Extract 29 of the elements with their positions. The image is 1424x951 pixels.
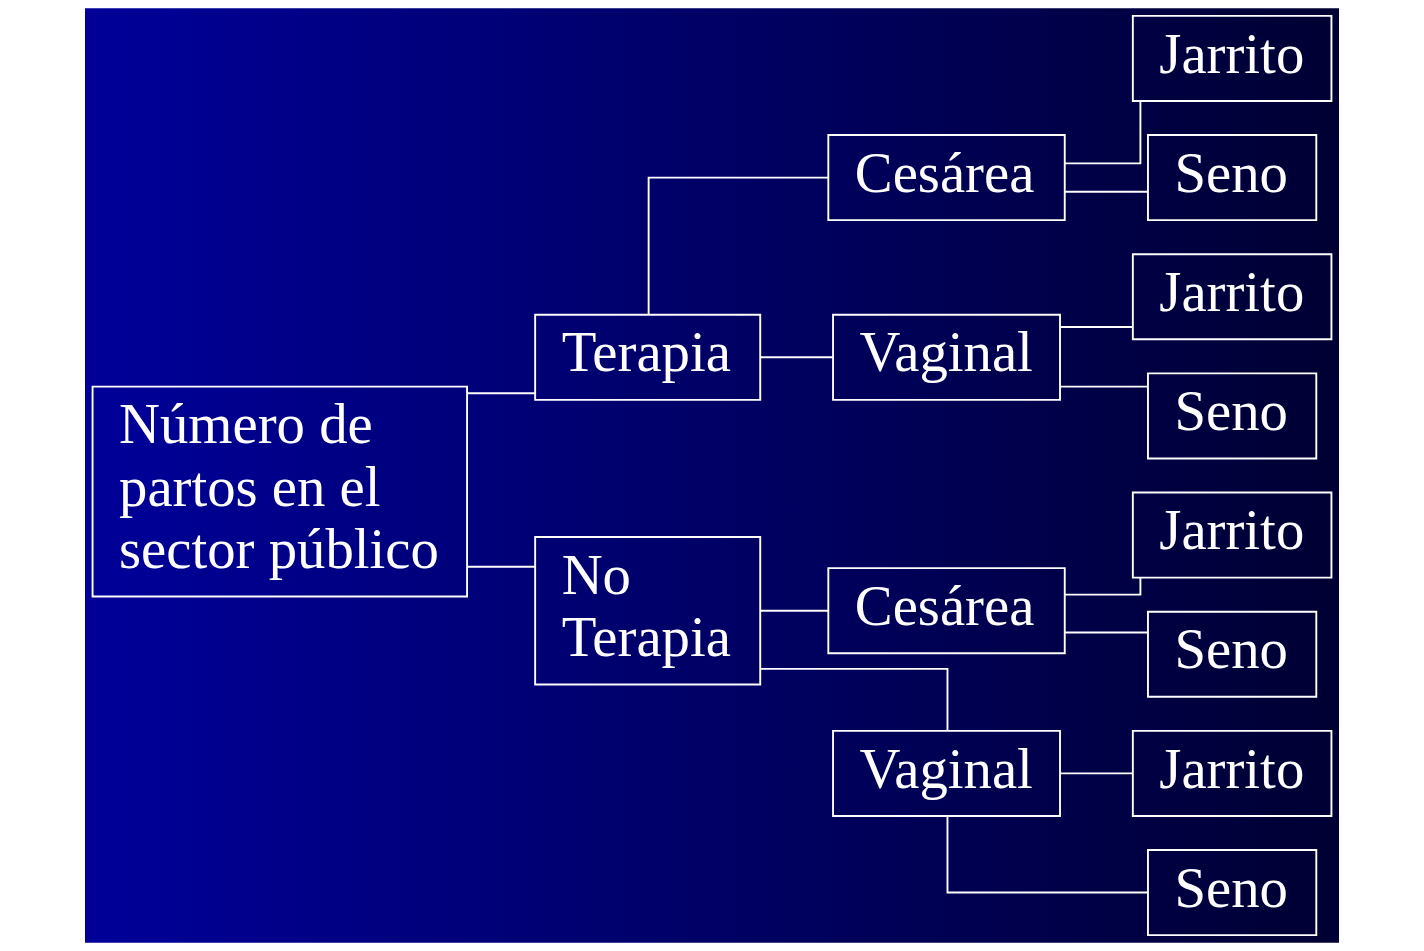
node-box: Número de partos en el sector público [91, 385, 468, 598]
connector [759, 356, 834, 359]
connector [1059, 385, 1149, 388]
node-box: Seno [1147, 134, 1318, 222]
node-box: Vaginal [832, 729, 1061, 817]
connector [1059, 772, 1134, 775]
node-box: Seno [1147, 372, 1318, 460]
node-box: Cesárea [827, 567, 1066, 655]
connector [466, 565, 536, 568]
connector [1059, 326, 1134, 328]
node-box: Jarrito [1131, 253, 1333, 341]
node-box: Jarrito [1131, 729, 1333, 817]
connector [647, 176, 829, 316]
node-box: Vaginal [832, 313, 1061, 401]
connector [1063, 100, 1142, 165]
connector [1064, 190, 1149, 193]
connector [946, 815, 1149, 894]
node-box: Jarrito [1131, 14, 1333, 102]
connector [760, 667, 949, 732]
node-box: Seno [1147, 610, 1318, 698]
node-box: Seno [1147, 849, 1318, 937]
node-box: No Terapia [534, 536, 762, 686]
connector [1063, 576, 1142, 596]
node-box: Terapia [534, 313, 762, 401]
node-box: Jarrito [1131, 491, 1333, 579]
connector [759, 609, 829, 612]
node-box: Cesárea [827, 134, 1066, 222]
connector [1064, 631, 1149, 634]
connector [466, 392, 536, 395]
